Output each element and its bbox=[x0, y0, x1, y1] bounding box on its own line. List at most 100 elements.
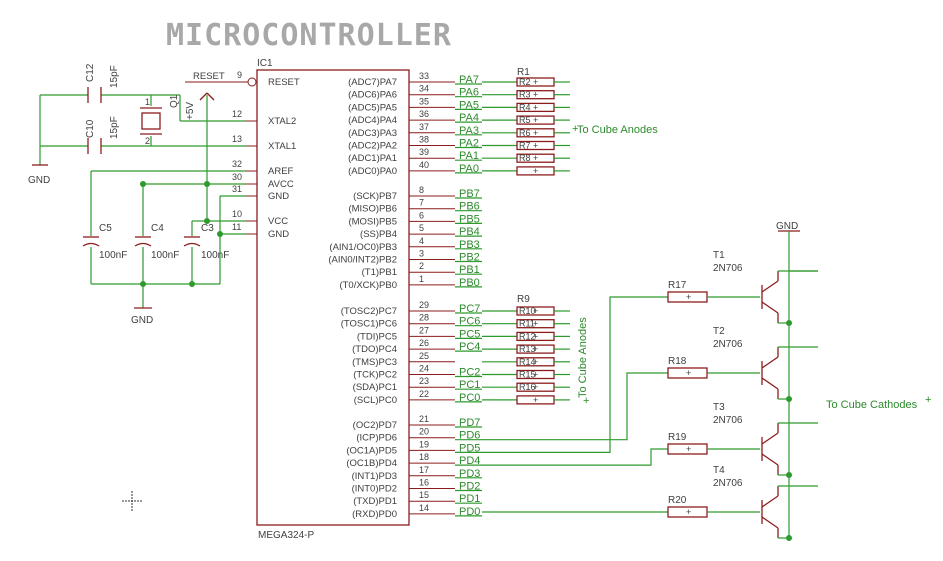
ic-right-pin-number: 3 bbox=[419, 249, 424, 259]
ic-right-pin-number: 20 bbox=[419, 427, 429, 437]
ic-right-pin-number: 2 bbox=[419, 261, 424, 271]
resnet-element-symbol: + bbox=[533, 90, 538, 100]
transistor-ref: T1 bbox=[713, 250, 725, 261]
resnet-element-symbol: + bbox=[533, 319, 538, 329]
ic-right-pin-name: (INT1)PD3 bbox=[352, 471, 397, 482]
transistor-emitter bbox=[761, 453, 779, 466]
ic-right-pin-name: (OC1B)PD4 bbox=[346, 458, 397, 469]
transistor-value: 2N706 bbox=[713, 263, 743, 274]
ic-right-pin-name: (OC2)PD7 bbox=[353, 420, 397, 431]
base-resistor-symbol: + bbox=[686, 292, 691, 302]
driver-route-wire bbox=[482, 296, 668, 453]
ic-right-pin-net: PD0 bbox=[459, 506, 480, 518]
ic-right-pin-name: (ADC7)PA7 bbox=[348, 77, 397, 88]
ic-right-pin-number: 33 bbox=[419, 71, 429, 81]
base-resistor-ref: R19 bbox=[668, 432, 687, 443]
resistor-network-r1: +R2+R3+R4+R5+R6+R7+R8+ bbox=[482, 77, 570, 176]
transistor-emitter bbox=[761, 516, 779, 529]
ic-body bbox=[256, 69, 410, 526]
resnet-r1-ref: R1 bbox=[517, 67, 530, 78]
ic-right-pin-name: (AIN1/OC0)PB3 bbox=[329, 242, 397, 253]
junction-gnd-11 bbox=[217, 231, 223, 237]
resnet-element-label: R7 bbox=[519, 141, 531, 151]
transistor-collector bbox=[761, 356, 779, 369]
resnet-element-label: R14 bbox=[519, 357, 536, 367]
ic-right-pin-name: (ADC4)PA4 bbox=[348, 115, 397, 126]
crystal-body bbox=[141, 112, 161, 130]
transistor-value: 2N706 bbox=[713, 415, 743, 426]
base-resistor-ref: R18 bbox=[668, 356, 687, 367]
resnet-r9-ref: R9 bbox=[517, 294, 530, 305]
vcc-arrow-a bbox=[199, 92, 208, 101]
ic-left-pin-name: GND bbox=[268, 229, 289, 240]
ic-right-pin-net: PB7 bbox=[459, 188, 480, 200]
resnet-element-label: R8 bbox=[519, 153, 531, 163]
ic-right-pin-number: 36 bbox=[419, 109, 429, 119]
transistor-collector bbox=[761, 432, 779, 445]
ic-right-pin-number: 19 bbox=[419, 439, 429, 449]
ic-right-pin-name: (ADC1)PA1 bbox=[348, 153, 397, 164]
ic-right-pin-number: 24 bbox=[419, 364, 429, 374]
resnet-element-label: R3 bbox=[519, 90, 531, 100]
c5-ref: C5 bbox=[99, 223, 112, 234]
reset-bubble bbox=[247, 77, 257, 87]
resnet-element-symbol: + bbox=[533, 331, 538, 341]
resnet-element-symbol: + bbox=[533, 102, 538, 112]
ic-right-pin-net: PC5 bbox=[459, 328, 480, 340]
base-resistor-symbol: + bbox=[686, 444, 691, 454]
ic-right-pin-number: 6 bbox=[419, 210, 424, 220]
ic-right-pin-number: 22 bbox=[419, 389, 429, 399]
ic-left-pin-name: XTAL1 bbox=[268, 141, 296, 152]
ic-right-pin-number: 37 bbox=[419, 122, 429, 132]
crystal-ref: Q1 bbox=[169, 94, 180, 108]
ic-left-pin-number: 10 bbox=[232, 209, 242, 219]
schematic-title: MICROCONTROLLER bbox=[166, 18, 452, 53]
ic-right-pin-net: PD3 bbox=[459, 468, 480, 480]
c10-ref: C10 bbox=[85, 119, 96, 138]
driver-route-wire bbox=[482, 372, 668, 441]
net-label-cathodes: To Cube Cathodes bbox=[826, 399, 918, 411]
ic-left-pin-number: 31 bbox=[232, 184, 242, 194]
base-resistor-ref: R17 bbox=[668, 280, 687, 291]
ic-right-pin-net: PA7 bbox=[459, 74, 479, 86]
c3-value: 100nF bbox=[201, 250, 229, 261]
ic-right-pin-number: 26 bbox=[419, 338, 429, 348]
ic-right-pin-net: PC2 bbox=[459, 367, 480, 379]
capacitor-c3: C3 100nF bbox=[183, 223, 229, 261]
ic-right-pin-name: (ADC2)PA2 bbox=[348, 141, 397, 152]
resnet-element-label: R4 bbox=[519, 102, 531, 112]
ic-right-pin-name: (ICP)PD6 bbox=[356, 433, 397, 444]
ic-right-pin-number: 28 bbox=[419, 313, 429, 323]
ic-right-pin-name: (SDA)PC1 bbox=[353, 382, 397, 393]
ic-right-pin-net: PC6 bbox=[459, 316, 480, 328]
ic-right-pin-name: (T0/XCK)PB0 bbox=[339, 280, 397, 291]
ic-left-pin-number: 30 bbox=[232, 172, 242, 182]
resnet-element-symbol: + bbox=[533, 306, 538, 316]
crosshair-cursor-icon bbox=[122, 491, 142, 511]
ic-right-pin-net: PC0 bbox=[459, 392, 480, 404]
ic-right-pin-number: 14 bbox=[419, 503, 429, 513]
ic-right-pin-number: 23 bbox=[419, 376, 429, 386]
ic-right-pin-net: PB4 bbox=[459, 226, 480, 238]
ic-right-pin-name: (INT0)PD2 bbox=[352, 484, 397, 495]
ic-left-pin-number: 13 bbox=[232, 134, 242, 144]
ic-right-pin-net: PB2 bbox=[459, 252, 480, 264]
ic-right-pin-name: (TDO)PC4 bbox=[352, 344, 397, 355]
ic-right-pin-name: (ADC3)PA3 bbox=[348, 128, 397, 139]
ic-right-pin-number: 34 bbox=[419, 84, 429, 94]
capacitor-c5: C5 100nF bbox=[82, 223, 127, 261]
ic-left-pin-number: 11 bbox=[232, 222, 241, 232]
ic-right-pin-name: (TMS)PC3 bbox=[352, 357, 397, 368]
ic-right-pin-number: 21 bbox=[419, 414, 429, 424]
c12-ref: C12 bbox=[85, 63, 96, 82]
c10-value: 15pF bbox=[109, 116, 120, 139]
net-label-anodes-vertical-cross: + bbox=[583, 395, 589, 407]
ic-right-pin-net: PB5 bbox=[459, 213, 480, 225]
junction-gnd-c4 bbox=[140, 281, 146, 287]
resnet-element-label: R16 bbox=[519, 382, 536, 392]
ic-right-pin-number: 16 bbox=[419, 478, 429, 488]
ic-right-pin-net: PB1 bbox=[459, 264, 480, 276]
ic-right-pin-number: 4 bbox=[419, 236, 424, 246]
ic-right-pin-name: (AIN0/INT2)PB2 bbox=[328, 255, 397, 266]
driver-route-wire bbox=[482, 448, 668, 466]
